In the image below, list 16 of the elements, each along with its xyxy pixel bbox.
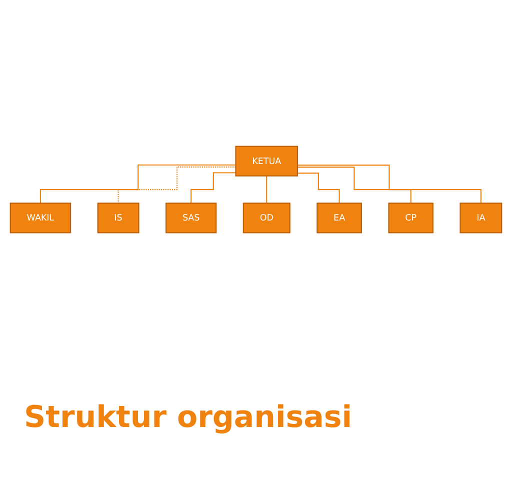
- connector: [266, 176, 268, 204]
- caption: Struktur organisasi: [24, 400, 352, 435]
- connector: [298, 167, 412, 204]
- node-box: EA: [316, 203, 362, 234]
- connector: [118, 166, 236, 204]
- node-box: IS: [97, 203, 140, 234]
- node-box: IA: [460, 203, 502, 234]
- node-box: OD: [242, 203, 290, 234]
- connector: [190, 172, 236, 204]
- connector: [40, 164, 236, 204]
- node-box: CP: [388, 203, 434, 234]
- connector: [298, 173, 340, 204]
- node-box: SAS: [166, 203, 217, 234]
- node-box: KETUA: [235, 146, 298, 177]
- connector: [298, 165, 482, 204]
- node-box: WAKIL: [10, 203, 72, 234]
